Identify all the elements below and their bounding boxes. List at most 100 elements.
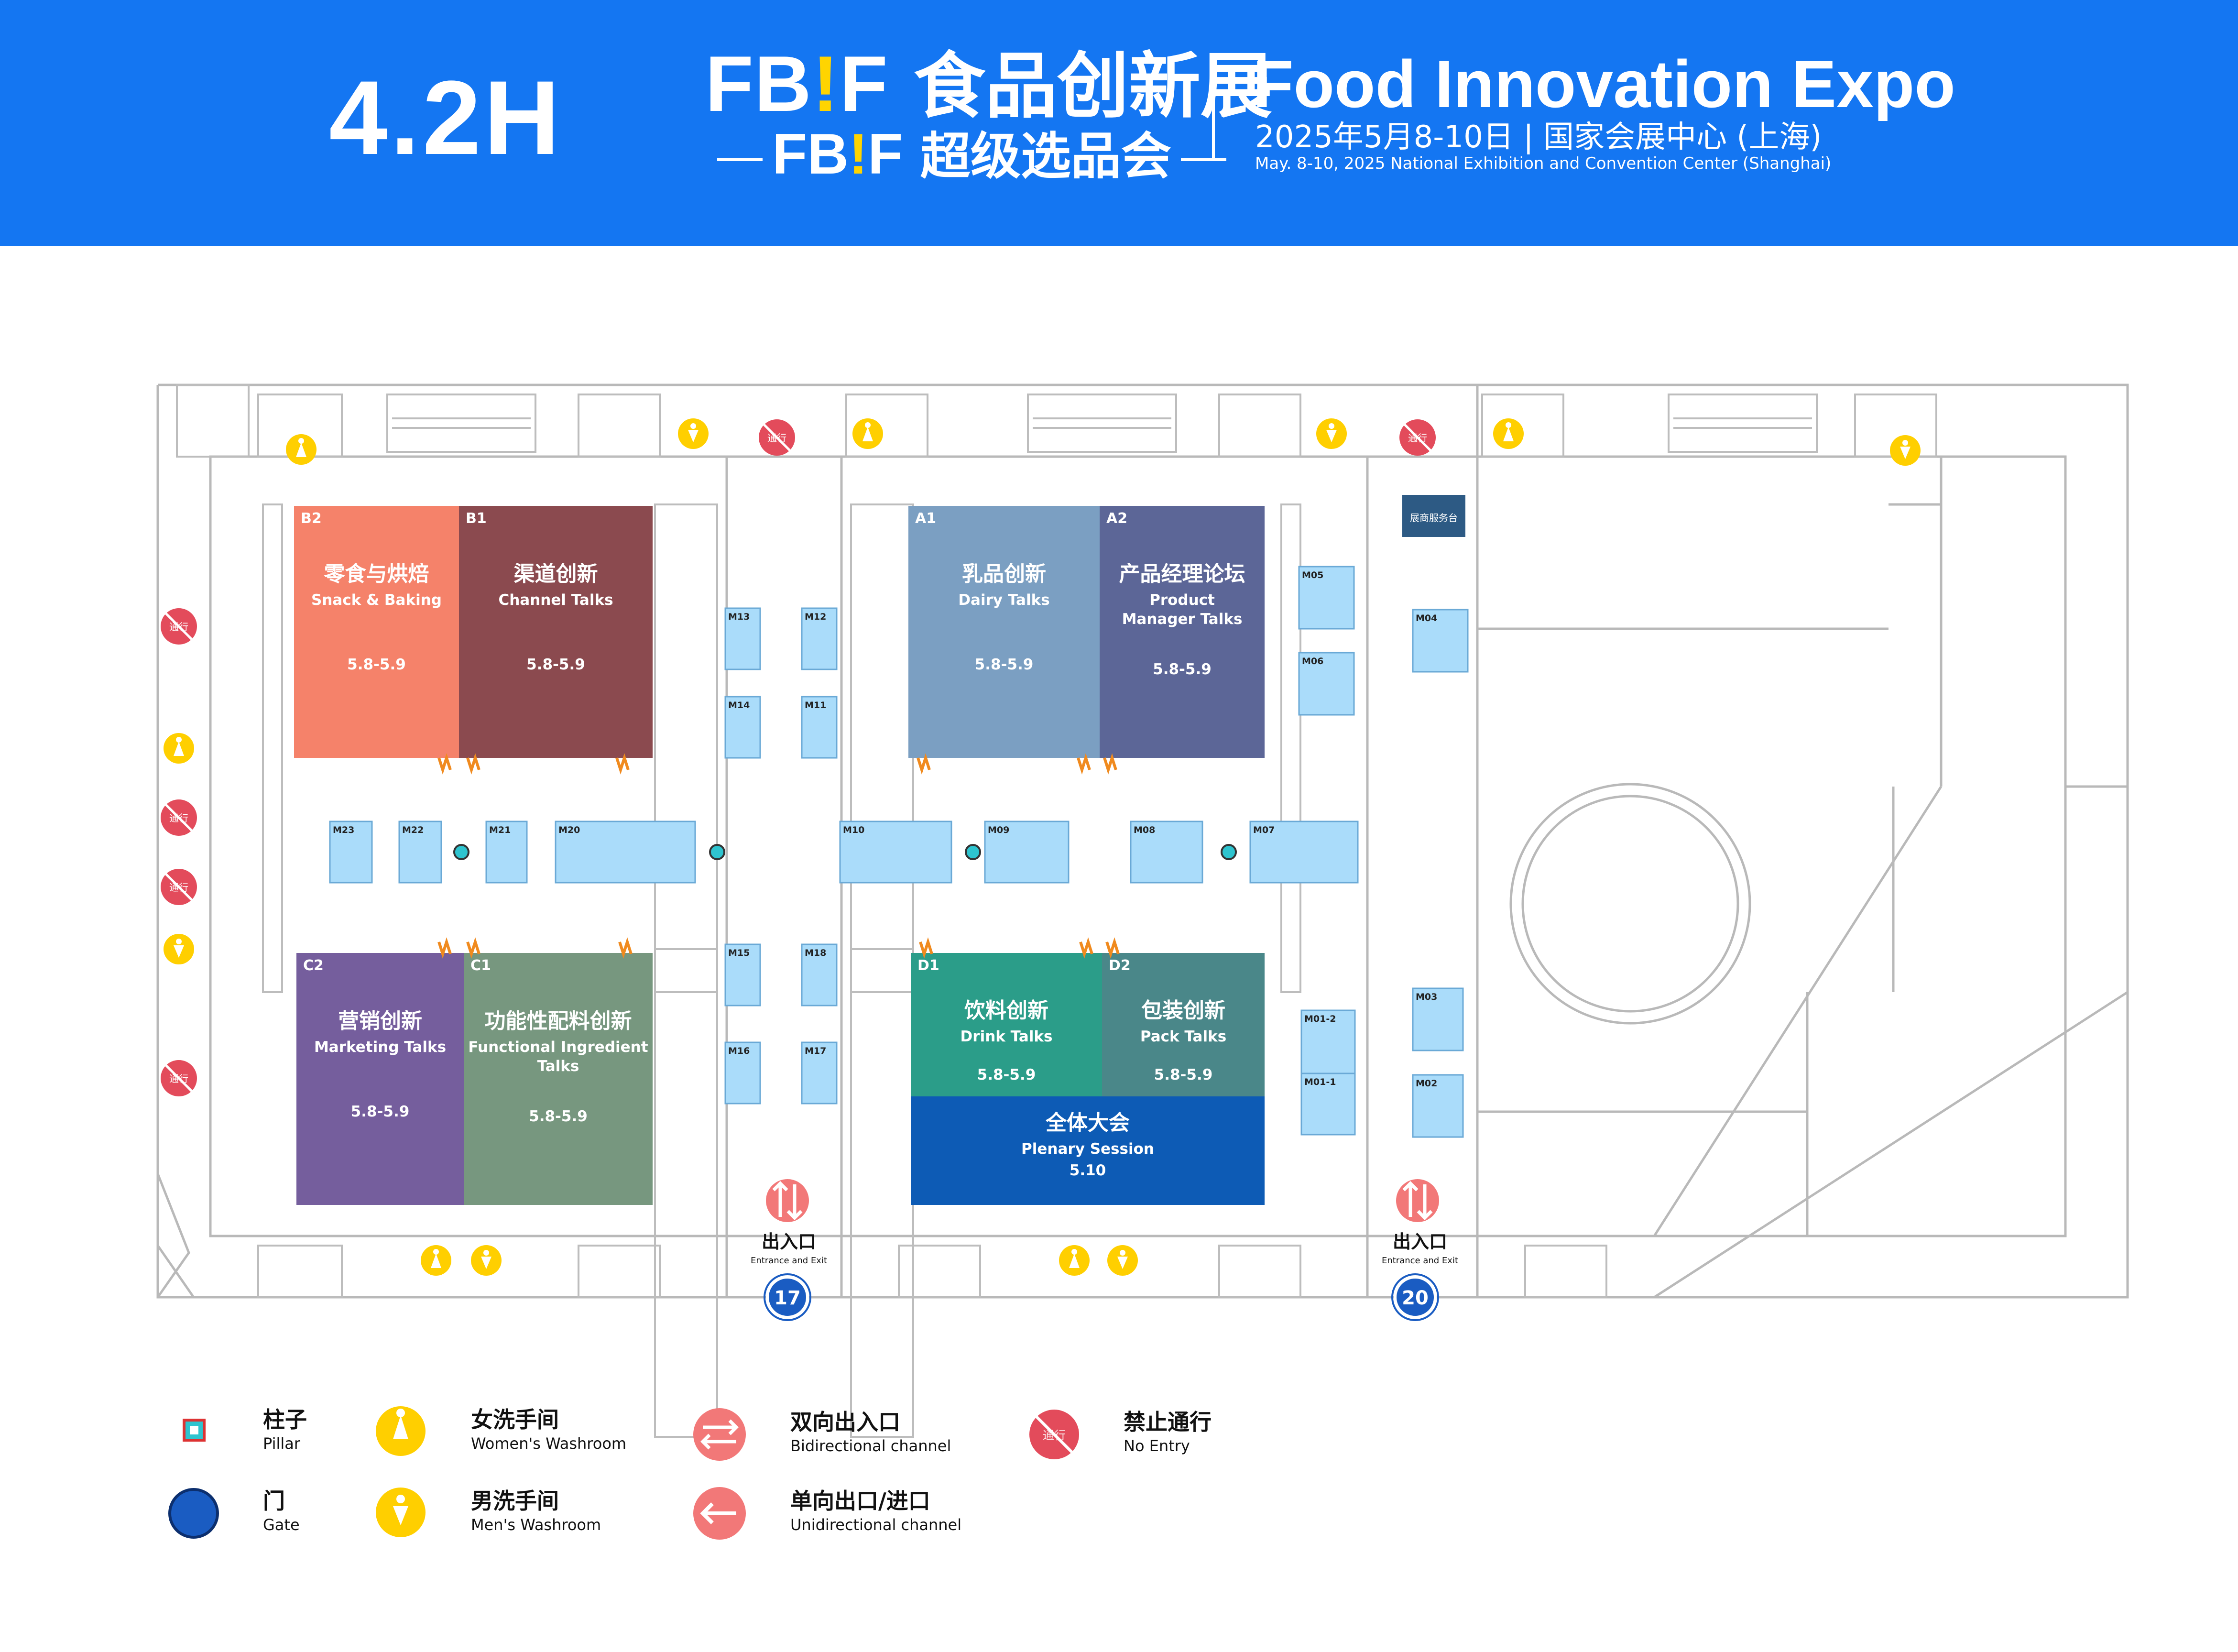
legend-label-en: Bidirectional channel <box>790 1437 951 1455</box>
legend-label-en: Men's Washroom <box>471 1516 601 1534</box>
men-washroom-icon <box>164 934 194 964</box>
booth-m01-2[interactable]: M01-2 <box>1300 1009 1356 1074</box>
header-divider <box>1212 72 1215 158</box>
entrance-label-en: Entrance and Exit <box>751 1256 827 1266</box>
legend-label-cn: 柱子 <box>263 1407 307 1433</box>
booth-m10[interactable]: M10 <box>839 821 952 884</box>
entrance-label-en: Entrance and Exit <box>1382 1256 1458 1266</box>
booth-m06[interactable]: M06 <box>1298 652 1355 716</box>
booth-m08[interactable]: M08 <box>1130 821 1203 884</box>
zone-title-cn: 包装创新 <box>1141 998 1225 1023</box>
zone-title-en: Drink Talks <box>961 1028 1053 1045</box>
booth-m03[interactable]: M03 <box>1412 987 1464 1051</box>
booth-label: M09 <box>988 825 1009 835</box>
pillar-icon <box>965 844 981 860</box>
booth-m01-1[interactable]: M01-1 <box>1300 1072 1356 1136</box>
legend-label-en: Women's Washroom <box>471 1434 626 1453</box>
zone-title-cn: 全体大会 <box>1045 1111 1130 1135</box>
no-entry-icon: 通行 <box>161 799 197 836</box>
booth-label: M05 <box>1302 570 1323 580</box>
zone-code: D1 <box>917 957 939 974</box>
entrance-17[interactable]: 出入口 Entrance and Exit 17 <box>751 1179 827 1321</box>
legend-label-cn: 女洗手间 <box>471 1407 559 1433</box>
no-entry-icon: 通行 <box>161 869 197 905</box>
header-banner: 4.2H FB!F 食品创新展 FB!F 超级选品会 Food Innovati… <box>0 0 2238 246</box>
svg-text:通行: 通行 <box>1043 1429 1066 1442</box>
booth-label: M01-2 <box>1304 1014 1336 1024</box>
booth-label: M23 <box>333 825 354 835</box>
booth-m17[interactable]: M17 <box>801 1041 838 1105</box>
booth-m18[interactable]: M18 <box>801 943 838 1007</box>
legend-label-en: No Entry <box>1124 1437 1190 1455</box>
booth-label: M12 <box>805 612 826 622</box>
booth-m02[interactable]: M02 <box>1412 1074 1464 1138</box>
booth-label: M17 <box>805 1046 826 1056</box>
zone-title-en: Snack & Baking <box>311 591 442 609</box>
booth-label: M02 <box>1416 1078 1437 1089</box>
booth-m12[interactable]: M12 <box>801 607 838 670</box>
service-desk[interactable]: 展商服务台 <box>1402 495 1465 537</box>
booth-m13[interactable]: M13 <box>724 607 761 670</box>
booth-m07[interactable]: M07 <box>1249 821 1359 884</box>
booth-m23[interactable]: M23 <box>329 821 373 884</box>
booth-label: M15 <box>728 948 750 958</box>
men-washroom-icon <box>1316 418 1347 449</box>
expo-title-en: Food Innovation Expo <box>1253 46 1955 121</box>
entrance-label-cn: 出入口 <box>762 1231 816 1252</box>
expo-date-en: May. 8-10, 2025 National Exhibition and … <box>1255 154 1832 173</box>
gate-number: 17 <box>774 1287 801 1309</box>
zone-date: 5.8-5.9 <box>347 656 406 673</box>
booth-m21[interactable]: M21 <box>485 821 528 884</box>
gate-icon <box>766 1276 809 1319</box>
booth-label: M03 <box>1416 992 1437 1002</box>
booth-m05[interactable]: M05 <box>1298 566 1355 630</box>
men-washroom-icon <box>1107 1245 1138 1276</box>
zone-code: A2 <box>1106 510 1127 527</box>
no-entry-icon: 通行 <box>161 608 197 645</box>
men-washroom-icon <box>678 418 709 449</box>
zone-d1[interactable]: D1 饮料创新 Drink Talks 5.8-5.9 <box>911 953 1102 1096</box>
booth-m15[interactable]: M15 <box>724 943 761 1007</box>
brand-selection-name: 超级选品会 <box>920 127 1171 186</box>
legend-label-cn: 男洗手间 <box>471 1488 559 1514</box>
men-washroom-icon <box>1890 435 1921 466</box>
no-entry-icon: 通行 <box>161 1060 197 1096</box>
booth-m20[interactable]: M20 <box>555 821 696 884</box>
bidirectional-icon <box>766 1179 809 1222</box>
zone-date: 5.8-5.9 <box>977 1066 1036 1083</box>
zone-date: 5.8-5.9 <box>529 1108 588 1125</box>
zone-title-en: Pack Talks <box>1140 1028 1226 1045</box>
booth-m09[interactable]: M09 <box>984 821 1070 884</box>
booth-m11[interactable]: M11 <box>801 696 838 759</box>
zone-title-cn: 饮料创新 <box>964 998 1048 1023</box>
zone-date: 5.8-5.9 <box>1154 1066 1213 1083</box>
expo-date-cn: 2025年5月8-10日 | 国家会展中心 (上海) <box>1255 120 1822 155</box>
women-washroom-icon <box>421 1245 451 1276</box>
zone-date: 5.8-5.9 <box>975 656 1034 673</box>
zone-code: C2 <box>303 957 324 974</box>
women-washroom-icon <box>1493 418 1524 449</box>
entrance-20[interactable]: 出入口 Entrance and Exit 20 <box>1382 1179 1458 1321</box>
pillar-icon <box>709 844 725 860</box>
door-marks <box>437 753 1120 959</box>
pillars <box>453 844 1237 860</box>
booth-label: M13 <box>728 612 750 622</box>
svg-text:通行: 通行 <box>767 432 786 444</box>
booth-m14[interactable]: M14 <box>724 696 761 759</box>
booth-m22[interactable]: M22 <box>398 821 442 884</box>
booth-m16[interactable]: M16 <box>724 1041 761 1105</box>
bidirectional-icon <box>693 1408 746 1461</box>
zone-date: 5.8-5.9 <box>526 656 585 673</box>
booth-m04[interactable]: M04 <box>1412 609 1469 673</box>
booth-label: M18 <box>805 948 826 958</box>
